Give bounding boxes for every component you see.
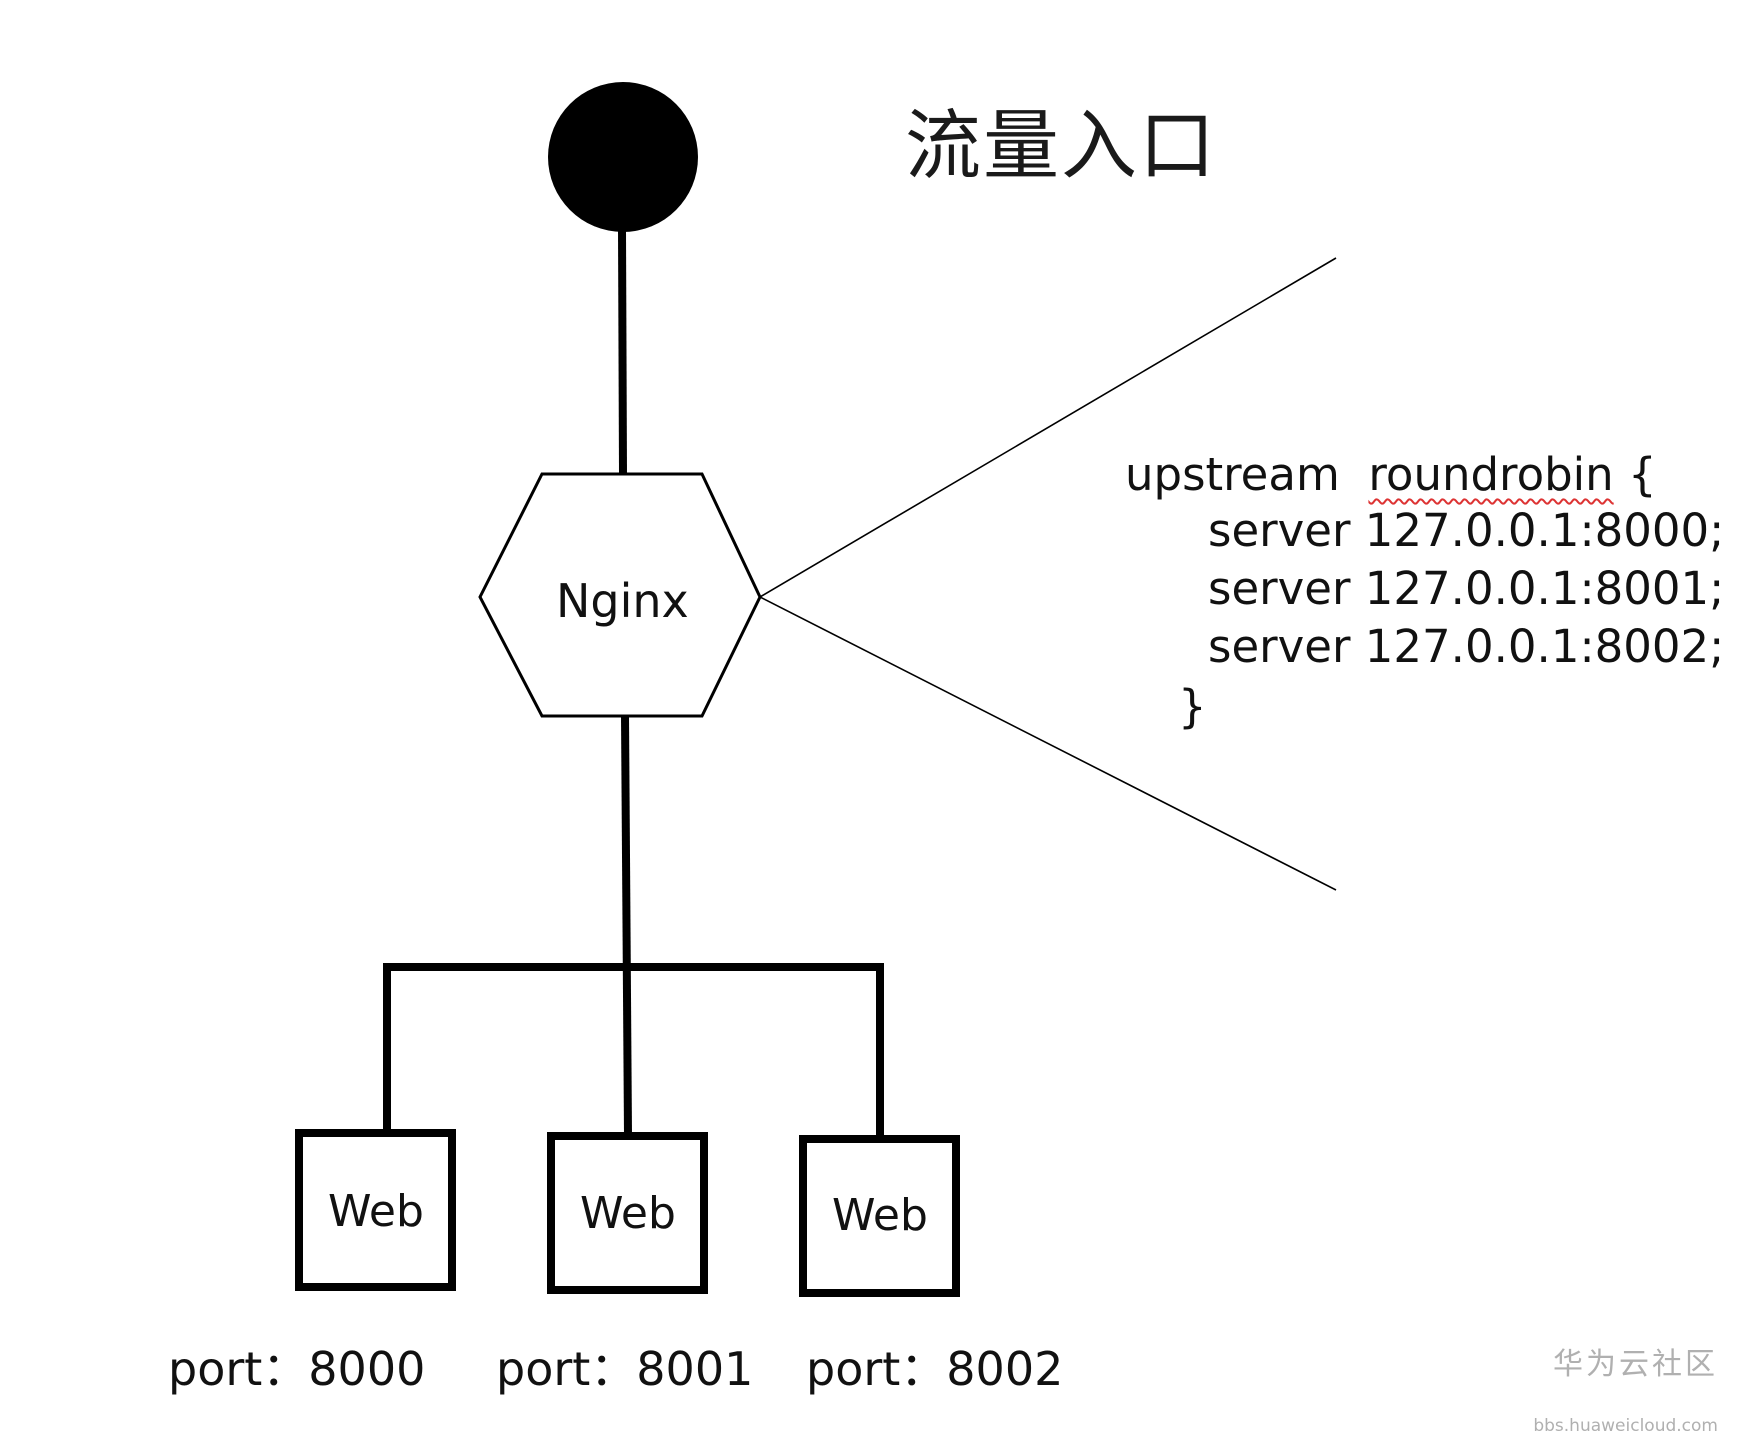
- nginx-label: Nginx: [556, 574, 689, 628]
- upstream-close-brace: }: [1178, 680, 1207, 733]
- architecture-diagram: [295, 82, 1337, 1297]
- upstream-server-line-3: server 127.0.0.1:8002;: [1208, 620, 1725, 673]
- nginx-hexagon: [478, 472, 762, 718]
- port-label-2: port：8001: [496, 1342, 754, 1396]
- callout-line-top: [759, 257, 1337, 598]
- web-server-label-3: Web: [832, 1190, 928, 1241]
- port-label-3: port：8002: [806, 1342, 1064, 1396]
- web-server-box-1: [295, 1129, 456, 1291]
- upstream-open-brace: {: [1628, 448, 1657, 501]
- watermark-name: 华为云社区: [1553, 1347, 1718, 1382]
- callout-line-bottom: [759, 596, 1337, 891]
- web-server-label-1: Web: [328, 1186, 424, 1237]
- web-server-label-2: Web: [580, 1188, 676, 1239]
- upstream-server-line-2: server 127.0.0.1:8001;: [1208, 562, 1725, 615]
- traffic-entry-node: [548, 82, 698, 232]
- traffic-entry-title: 流量入口: [905, 101, 1217, 190]
- web-server-box-2: [547, 1132, 708, 1294]
- web-server-box-3: [799, 1135, 960, 1297]
- port-label-1: port：8000: [168, 1342, 426, 1396]
- watermark-url: bbs.huaweicloud.com: [1533, 1416, 1718, 1436]
- upstream-server-line-1: server 127.0.0.1:8000;: [1208, 504, 1725, 557]
- watermark: 华为云社区 bbs.huaweicloud.com: [1533, 1318, 1718, 1451]
- upstream-config-header: upstream roundrobin {: [1125, 452, 1657, 497]
- upstream-name: roundrobin: [1368, 448, 1614, 501]
- nginx-to-servers-line: [621, 715, 632, 1136]
- entry-to-nginx-line: [618, 229, 627, 475]
- upstream-keyword: upstream: [1125, 448, 1340, 501]
